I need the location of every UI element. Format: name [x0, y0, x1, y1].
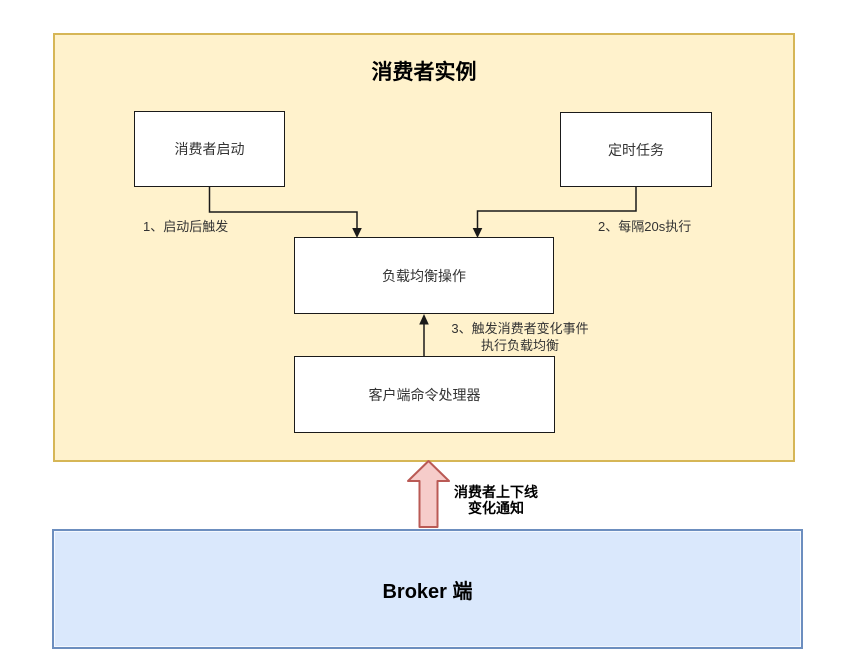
edge-label-startup-trigger: 1、启动后触发	[143, 219, 229, 234]
edge-label-online-offline-notify-line1: 消费者上下线	[454, 484, 538, 500]
edge-label-online-offline-notify: 消费者上下线 变化通知	[443, 484, 549, 516]
edge-label-online-offline-notify-line2: 变化通知	[468, 500, 524, 516]
edge-label-consumer-change-line2: 执行负载均衡	[480, 338, 559, 353]
node-rebalance-label: 负载均衡操作	[382, 267, 466, 284]
node-broker: Broker 端	[52, 529, 803, 649]
node-scheduled-task-label: 定时任务	[608, 141, 664, 158]
consumer-instance-title: 消费者实例	[371, 61, 477, 84]
node-client-command-processor: 客户端命令处理器	[294, 356, 555, 433]
node-rebalance: 负载均衡操作	[294, 237, 554, 314]
edge-label-every-20s: 2、每隔20s执行	[598, 219, 692, 234]
edge-label-consumer-change: 3、触发消费者变化事件 执行负载均衡	[428, 320, 612, 354]
node-scheduled-task: 定时任务	[560, 112, 712, 187]
node-client-command-processor-label: 客户端命令处理器	[368, 386, 481, 403]
node-consumer-start: 消费者启动	[134, 111, 285, 187]
node-consumer-start-label: 消费者启动	[174, 141, 245, 157]
edge-label-consumer-change-line1: 3、触发消费者变化事件	[451, 321, 589, 336]
node-broker-label: Broker 端	[382, 580, 473, 603]
